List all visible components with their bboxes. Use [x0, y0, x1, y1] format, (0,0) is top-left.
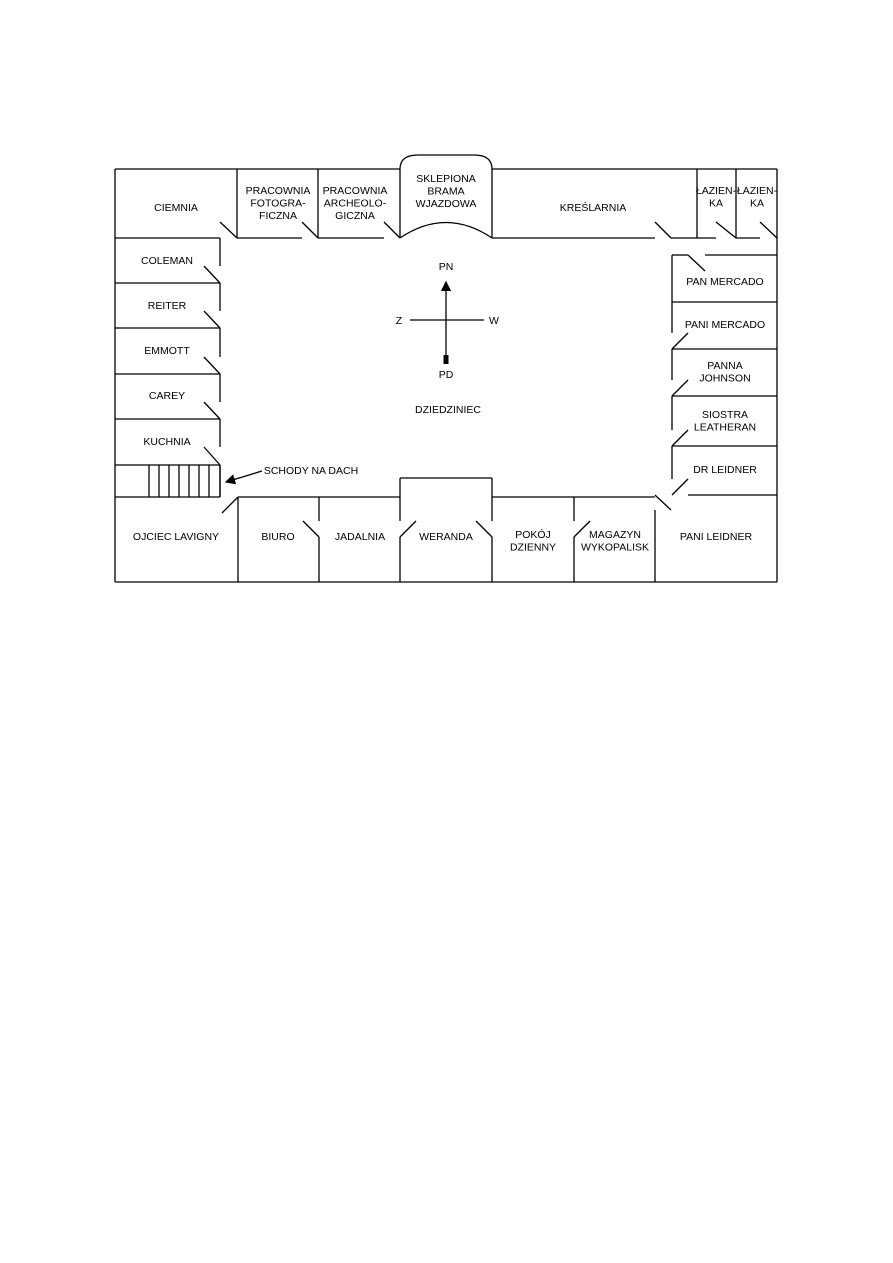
- room-label-line: PAN MERCADO: [686, 276, 763, 288]
- room-label-line: DZIENNY: [510, 542, 556, 554]
- room-label-line: MAGAZYN: [589, 529, 641, 541]
- room-label-weranda: WERANDA: [419, 531, 473, 543]
- room-label-line: REITER: [148, 300, 187, 312]
- compass: PN PD Z W: [396, 261, 499, 381]
- room-label-line: SKLEPIONA: [416, 173, 476, 185]
- room-label-line: PRACOWNIA: [323, 185, 388, 197]
- south-wing-walls: [237, 477, 656, 582]
- west-wing-doors: [203, 265, 221, 466]
- room-label-kuchnia: KUCHNIA: [143, 436, 190, 448]
- room-label-line: CIEMNIA: [154, 202, 198, 214]
- room-label-pani-mercado: PANI MERCADO: [685, 319, 765, 331]
- room-label-line: WERANDA: [419, 531, 473, 543]
- room-label-line: PRACOWNIA: [246, 185, 311, 197]
- courtyard-label: DZIEDZINIEC: [415, 404, 481, 416]
- room-label-ciemnia: CIEMNIA: [154, 202, 198, 214]
- east-wing-doors: [671, 254, 706, 496]
- room-label-line: JOHNSON: [699, 373, 750, 385]
- compass-west-label: Z: [396, 315, 403, 327]
- west-wing-walls: [115, 238, 221, 498]
- room-label-coleman: COLEMAN: [141, 255, 193, 267]
- east-wing-walls: [671, 254, 777, 496]
- room-label-ojciec-lavigny: OJCIEC LAVIGNY: [133, 531, 219, 543]
- north-wing-doors: [219, 221, 778, 239]
- compass-south-marker: [443, 355, 449, 364]
- room-label-biuro: BIURO: [261, 531, 294, 543]
- room-label-line: DR LEIDNER: [693, 464, 757, 476]
- room-label-line: GICZNA: [335, 210, 375, 222]
- room-label-line: FOTOGRA-: [250, 198, 306, 210]
- room-label-line: PANNA: [707, 360, 742, 372]
- room-label-line: WYKOPALISK: [581, 542, 649, 554]
- room-label-line: KA: [709, 198, 723, 210]
- room-label-line: COLEMAN: [141, 255, 193, 267]
- room-label-line: PANI LEIDNER: [680, 531, 753, 543]
- room-label-lazienka-2: ŁAZIEN-KA: [737, 185, 778, 210]
- room-label-emmott: EMMOTT: [144, 345, 190, 357]
- room-label-reiter: REITER: [148, 300, 187, 312]
- room-label-lazienka-1: ŁAZIEN-KA: [696, 185, 737, 210]
- room-label-line: ARCHEOLO-: [324, 198, 387, 210]
- room-label-pan-mercado: PAN MERCADO: [686, 276, 763, 288]
- room-label-line: WJAZDOWA: [416, 198, 477, 210]
- room-label-line: ŁAZIEN-: [737, 185, 778, 197]
- stairs-arrow-icon: [224, 470, 263, 485]
- compass-south-label: PD: [439, 369, 454, 381]
- south-wing-doors: [221, 494, 672, 538]
- room-label-line: ŁAZIEN-: [696, 185, 737, 197]
- room-label-line: CAREY: [149, 390, 185, 402]
- room-label-jadalnia: JADALNIA: [335, 531, 385, 543]
- room-label-pani-leidner: PANI LEIDNER: [680, 531, 753, 543]
- room-label-line: OJCIEC LAVIGNY: [133, 531, 219, 543]
- room-label-line: KUCHNIA: [143, 436, 190, 448]
- room-label-carey: CAREY: [149, 390, 185, 402]
- room-label-line: POKÓJ: [515, 528, 551, 541]
- room-label-line: PANI MERCADO: [685, 319, 765, 331]
- room-label-line: BIURO: [261, 531, 294, 543]
- room-label-line: BRAMA: [427, 186, 464, 198]
- room-label-line: LEATHERAN: [694, 422, 756, 434]
- vaulted-gate: [399, 154, 493, 239]
- room-label-line: FICZNA: [259, 210, 297, 222]
- room-label-line: JADALNIA: [335, 531, 385, 543]
- room-label-line: SIOSTRA: [702, 409, 748, 421]
- room-label-dr-leidner: DR LEIDNER: [693, 464, 757, 476]
- room-label-line: KREŚLARNIA: [560, 201, 627, 214]
- north-wing-walls: [115, 169, 760, 239]
- room-label-kreslarnia: KREŚLARNIA: [560, 201, 627, 214]
- stairs-label: SCHODY NA DACH: [264, 465, 358, 477]
- room-label-line: EMMOTT: [144, 345, 190, 357]
- compass-east-label: W: [489, 315, 499, 327]
- room-label-line: KA: [750, 198, 764, 210]
- compass-north-label: PN: [439, 261, 454, 273]
- stairs-icon: [148, 465, 221, 497]
